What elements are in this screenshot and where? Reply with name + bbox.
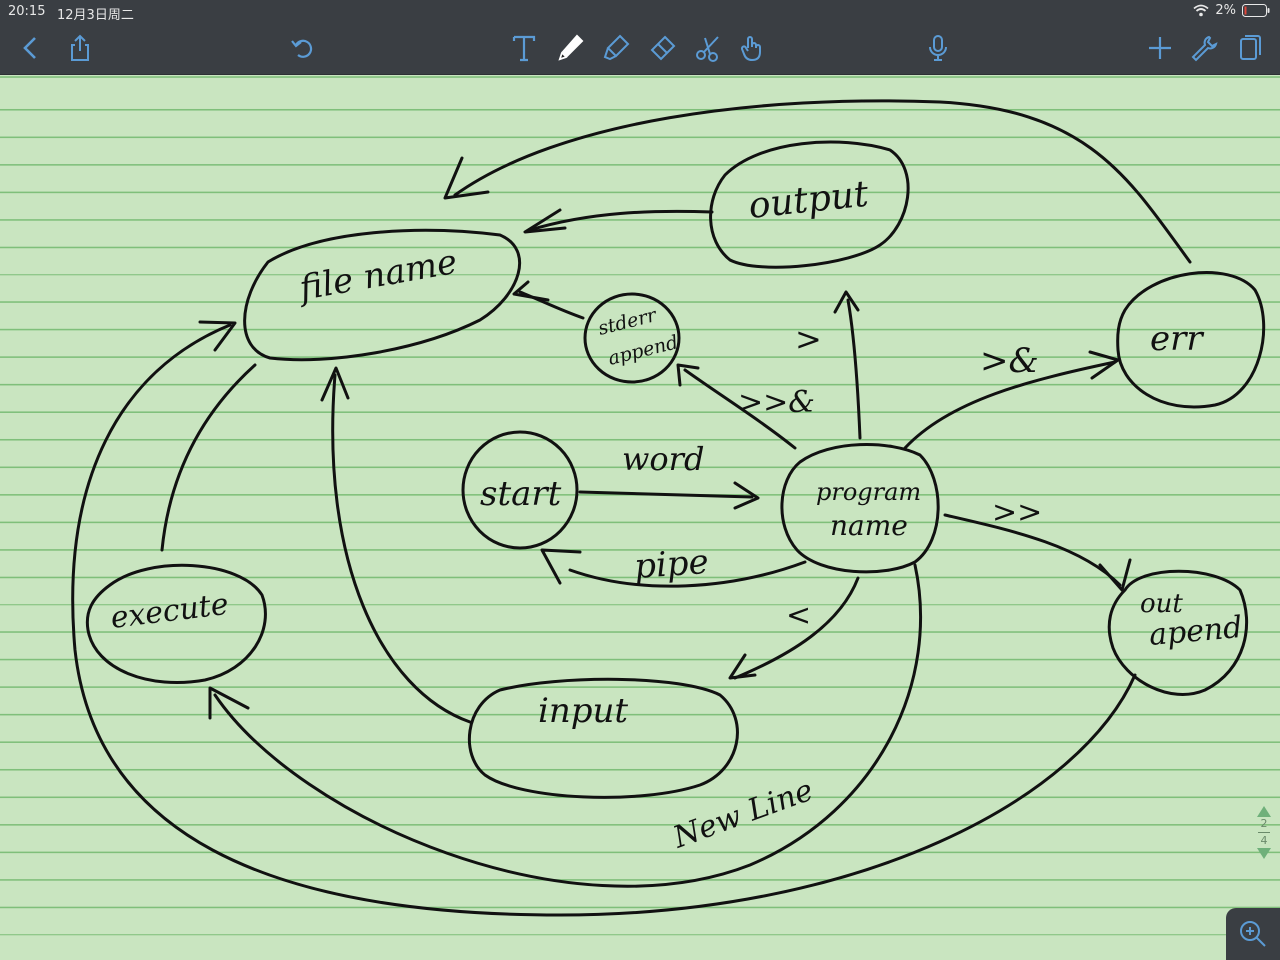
label-newline: New Line [668, 773, 818, 856]
label-start: start [480, 474, 562, 514]
scissors-tool-button[interactable] [690, 30, 726, 66]
node-filename [243, 228, 522, 362]
arrowhead [676, 363, 700, 387]
node-start [461, 430, 579, 550]
microphone-icon [929, 35, 947, 61]
battery-percent: 2% [1215, 3, 1236, 18]
label-execute: execute [109, 587, 231, 636]
label-program-2: name [830, 509, 908, 542]
arrowhead [198, 320, 237, 352]
label-output: output [747, 174, 871, 227]
arrowhead [208, 686, 250, 720]
label-err: err [1150, 319, 1204, 359]
arrowhead [1098, 558, 1132, 592]
page-down-icon[interactable] [1257, 848, 1271, 859]
node-program-name [780, 443, 940, 574]
share-button[interactable] [62, 30, 98, 66]
arrowhead [512, 280, 550, 302]
label-gt-amp: >& [980, 341, 1039, 381]
pages-icon [1240, 35, 1261, 60]
edge-program-input [733, 576, 860, 680]
node-input [468, 677, 739, 799]
scissors-tool-icon [696, 36, 719, 62]
label-gtgt: >> [992, 495, 1042, 530]
highlighter-tool-icon [603, 34, 630, 61]
arrowhead [443, 156, 490, 200]
edge-outappend-execute [71, 323, 1137, 917]
edge-program-output [846, 298, 862, 440]
node-stderr-append [583, 292, 681, 384]
arrowhead [728, 653, 757, 680]
edge-execute-filename [160, 363, 257, 552]
eraser-tool-button[interactable] [644, 30, 680, 66]
page-indicator: 2 4 [1252, 802, 1276, 882]
wrench-icon [1191, 35, 1218, 62]
label-filename: file name [294, 242, 461, 310]
label-outappend-1: out [1140, 589, 1183, 619]
highlighter-tool-button[interactable] [598, 30, 634, 66]
hand-tool-button[interactable] [734, 30, 770, 66]
node-execute [85, 563, 267, 685]
arrowhead [540, 548, 582, 585]
label-lt: < [786, 598, 811, 633]
undo-button[interactable] [284, 30, 320, 66]
label-stderr-1: stderr [596, 304, 660, 340]
label-gtgt-amp: >>& [738, 385, 815, 420]
arrowhead [733, 481, 760, 510]
edge-program-execute-newline [213, 563, 923, 888]
edge-err-filename [453, 99, 1192, 264]
label-word: word [622, 440, 704, 478]
arrowhead [523, 208, 567, 234]
eraser-tool-icon [650, 35, 676, 61]
microphone-button[interactable] [920, 30, 956, 66]
zoom-button[interactable] [1226, 908, 1280, 960]
node-err [1116, 271, 1266, 409]
node-output [709, 140, 910, 269]
status-date: 12月3日周二 [57, 8, 134, 23]
note-canvas[interactable] [0, 75, 1280, 960]
edge-program-stderr [683, 368, 797, 450]
settings-button[interactable] [1186, 30, 1222, 66]
wifi-icon [1193, 4, 1209, 17]
label-pipe: pipe [633, 542, 710, 587]
arrowhead [833, 290, 860, 314]
undo-icon [291, 39, 313, 58]
edge-input-filename [331, 373, 472, 724]
text-tool-button[interactable] [506, 30, 542, 66]
edge-program-start-pipe [568, 560, 807, 588]
label-outappend-2: apend [1148, 610, 1244, 653]
toolbar [0, 24, 1280, 75]
add-icon [1149, 37, 1171, 59]
page-divider [1258, 832, 1270, 833]
zoom-in-icon [1240, 921, 1266, 947]
arrowhead [320, 366, 350, 402]
hand-tool-icon [740, 36, 761, 62]
status-time: 20:15 [8, 4, 46, 19]
edge-start-program [578, 490, 754, 499]
label-input: input [538, 691, 628, 731]
status-bar: 20:15 12月3日周二 2% [0, 0, 1280, 24]
text-tool-icon [512, 35, 536, 62]
page-current: 2 [1260, 817, 1268, 830]
share-icon [71, 34, 89, 61]
label-gt: > [795, 320, 822, 358]
pen-tool-button[interactable] [552, 30, 588, 66]
back-button[interactable] [12, 30, 48, 66]
edge-stderr-filename [518, 290, 585, 320]
arrowhead [1088, 350, 1120, 380]
add-button[interactable] [1142, 30, 1178, 66]
edge-program-err [903, 360, 1117, 450]
back-icon [23, 37, 36, 59]
edge-output-filename [528, 209, 714, 232]
page-up-icon[interactable] [1257, 806, 1271, 817]
pages-button[interactable] [1230, 30, 1266, 66]
label-program-1: program [816, 478, 921, 506]
status-right: 2% [1193, 3, 1270, 18]
node-out-append [1107, 569, 1248, 696]
pen-tool-icon [558, 34, 584, 61]
battery-icon [1242, 4, 1270, 17]
page-total: 4 [1260, 834, 1268, 847]
